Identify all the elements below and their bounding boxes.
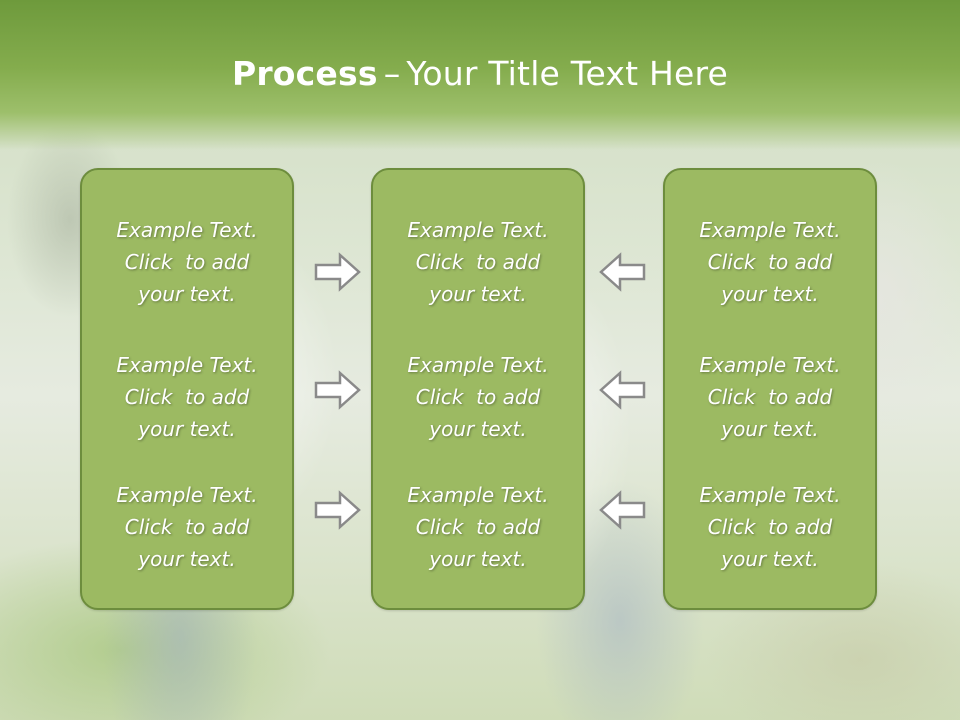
text-block[interactable]: Example Text. Click to add your text.: [82, 349, 292, 445]
text-line: Example Text.: [407, 218, 549, 242]
text-line: Click to add: [124, 385, 250, 409]
arrow-right-icon: [314, 490, 362, 530]
text-line: your text.: [721, 547, 819, 571]
text-line: Click to add: [415, 515, 541, 539]
title-band: [0, 0, 960, 150]
text-line: Example Text.: [116, 353, 258, 377]
text-block[interactable]: Example Text. Click to add your text.: [373, 349, 583, 445]
title-bold: Process: [231, 54, 378, 93]
text-line: your text.: [721, 417, 819, 441]
text-block[interactable]: Example Text. Click to add your text.: [665, 479, 875, 575]
text-line: your text.: [138, 282, 236, 306]
panel-left[interactable]: Example Text. Click to add your text. Ex…: [80, 168, 294, 610]
text-line: Click to add: [707, 515, 833, 539]
text-line: Click to add: [415, 385, 541, 409]
text-line: Click to add: [707, 250, 833, 274]
text-block[interactable]: Example Text. Click to add your text.: [82, 479, 292, 575]
text-line: Example Text.: [407, 483, 549, 507]
text-line: your text.: [138, 417, 236, 441]
text-line: Example Text.: [699, 353, 841, 377]
panel-center[interactable]: Example Text. Click to add your text. Ex…: [371, 168, 585, 610]
text-block[interactable]: Example Text. Click to add your text.: [373, 479, 583, 575]
text-line: Example Text.: [699, 483, 841, 507]
slide-title[interactable]: Process–Your Title Text Here: [0, 54, 960, 93]
text-line: your text.: [429, 282, 527, 306]
title-separator: –: [383, 54, 401, 93]
text-line: your text.: [429, 547, 527, 571]
text-line: Click to add: [124, 250, 250, 274]
text-line: your text.: [721, 282, 819, 306]
text-block[interactable]: Example Text. Click to add your text.: [665, 214, 875, 310]
text-line: Example Text.: [116, 218, 258, 242]
text-line: Click to add: [707, 385, 833, 409]
text-line: Example Text.: [699, 218, 841, 242]
text-line: Example Text.: [116, 483, 258, 507]
panel-right[interactable]: Example Text. Click to add your text. Ex…: [663, 168, 877, 610]
text-block[interactable]: Example Text. Click to add your text.: [665, 349, 875, 445]
arrow-left-icon: [598, 370, 646, 410]
text-line: Example Text.: [407, 353, 549, 377]
text-line: Click to add: [415, 250, 541, 274]
text-block[interactable]: Example Text. Click to add your text.: [373, 214, 583, 310]
text-line: Click to add: [124, 515, 250, 539]
arrow-left-icon: [598, 490, 646, 530]
title-rest: Your Title Text Here: [406, 54, 729, 93]
arrow-right-icon: [314, 370, 362, 410]
arrow-right-icon: [314, 252, 362, 292]
text-line: your text.: [429, 417, 527, 441]
text-line: your text.: [138, 547, 236, 571]
text-block[interactable]: Example Text. Click to add your text.: [82, 214, 292, 310]
arrow-left-icon: [598, 252, 646, 292]
